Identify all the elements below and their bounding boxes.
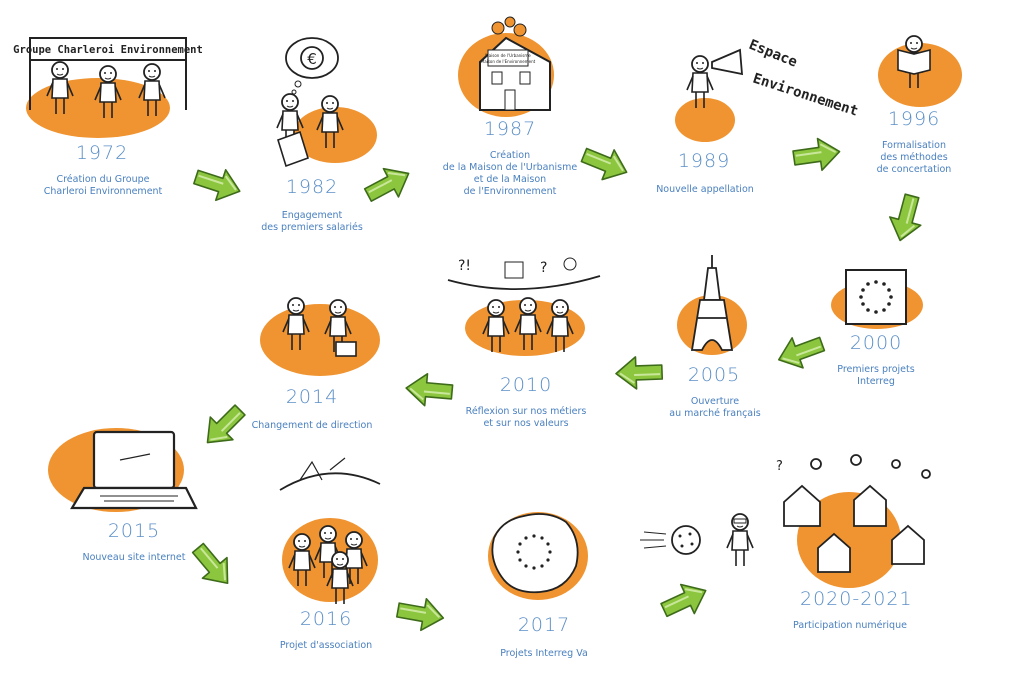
reflection-illustration: ?! ?: [447, 257, 601, 353]
salary-illustration: €: [276, 37, 344, 168]
caption-1982: Engagement des premiers salariés: [261, 210, 363, 233]
megaphone-word-2: Environnement: [751, 71, 860, 120]
house-illustration: Maison de l'Urbanisme Maison de l'Enviro…: [479, 16, 551, 111]
svg-text:?: ?: [776, 459, 783, 474]
caption-2005: Ouverture au marché français: [669, 396, 761, 419]
year-2015: 2015: [107, 520, 161, 542]
caption-2016: Projet d'association: [279, 640, 373, 651]
caption-2000: Premiers projets Interreg: [837, 364, 915, 387]
year-2017: 2017: [517, 614, 571, 636]
caption-2010: Réflexion sur nos métiers et sur nos val…: [465, 406, 587, 429]
caption-2020-2021: Participation numérique: [793, 620, 907, 631]
caption-2017: Projets Interreg Va: [500, 648, 588, 659]
digital-participation-illustration: ?: [776, 454, 931, 573]
svg-text:?!: ?!: [458, 258, 471, 274]
laptop-illustration: [70, 430, 198, 510]
caption-2014: Changement de direction: [251, 420, 373, 431]
year-1989: 1989: [677, 150, 731, 172]
banner-group-illustration: Groupe Charleroi Environnement: [13, 37, 203, 119]
eiffel-tower-illustration: [690, 255, 734, 351]
association-illustration: [279, 457, 381, 605]
banner-text: Groupe Charleroi Environnement: [13, 44, 203, 56]
caption-1989: Nouvelle appellation: [656, 184, 754, 195]
eu-flag-illustration: [845, 269, 907, 325]
year-2010: 2010: [499, 374, 553, 396]
caption-2015: Nouveau site internet: [82, 552, 186, 563]
year-1982: 1982: [285, 176, 339, 198]
house-sign-line-2: Maison de l'Environnement: [481, 59, 536, 64]
year-1972: 1972: [75, 142, 129, 164]
caption-1972: Création du Groupe Charleroi Environneme…: [43, 174, 163, 197]
interreg-map-illustration: [491, 513, 579, 594]
svg-text:?: ?: [540, 260, 547, 276]
year-1996: 1996: [887, 108, 941, 130]
year-2016: 2016: [299, 608, 353, 630]
year-2014: 2014: [285, 386, 339, 408]
year-2000: 2000: [849, 332, 903, 354]
reading-illustration: [897, 35, 931, 89]
megaphone-word-1: Espace: [747, 37, 800, 71]
year-2005: 2005: [687, 364, 741, 386]
direction-change-illustration: [282, 297, 357, 357]
house-sign-line-1: Maison de l'Urbanisme: [485, 53, 531, 58]
caption-1987: Création de la Maison de l'Urbanisme et …: [442, 150, 578, 197]
svg-text:€: €: [307, 50, 317, 68]
caption-1996: Formalisation des méthodes de concertati…: [876, 140, 952, 175]
virus-illustration: [640, 513, 754, 567]
year-2020-2021: 2020-2021: [800, 588, 913, 610]
year-1987: 1987: [483, 118, 537, 140]
